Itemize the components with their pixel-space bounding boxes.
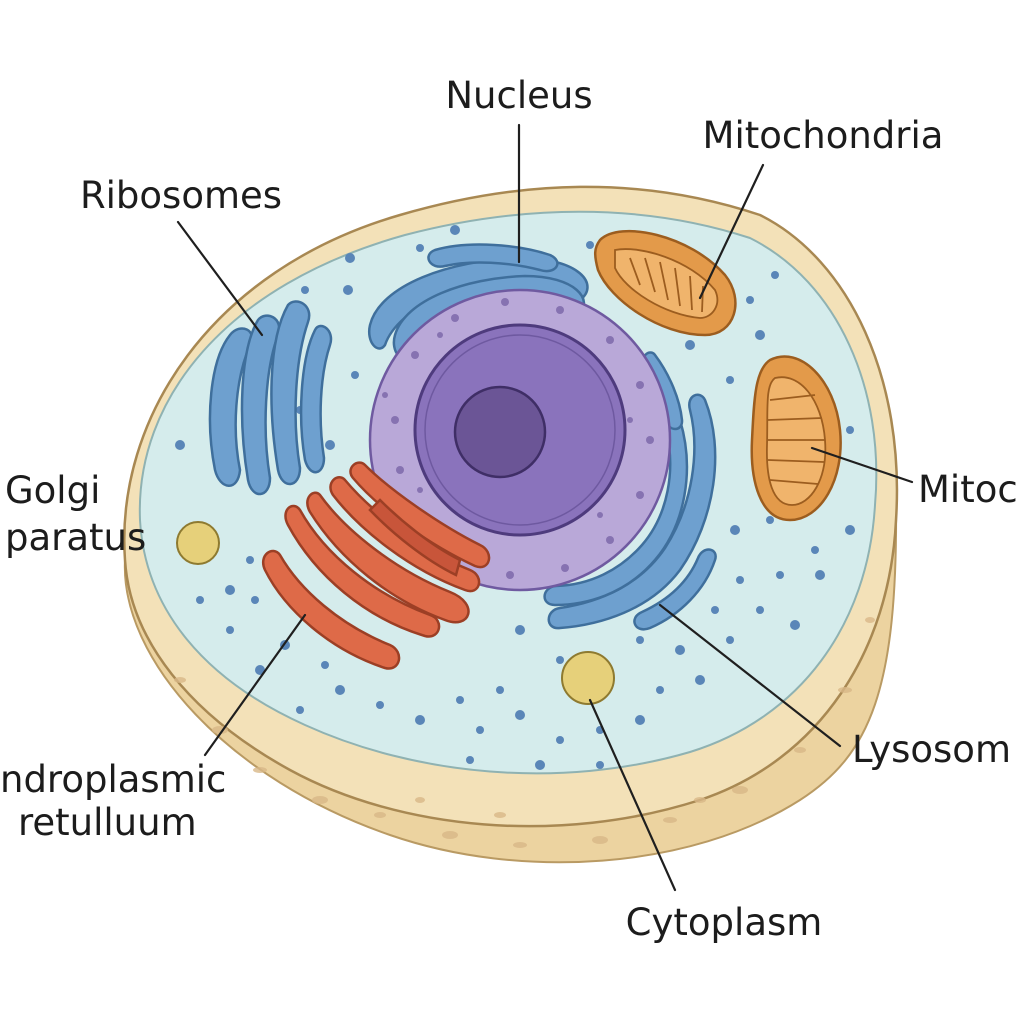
label-mitochondria-top: Mitochondria <box>703 114 944 157</box>
label-golgi-line2: paratus <box>5 516 146 559</box>
label-er-line2: retulluum <box>18 801 197 844</box>
leader-mitochondria-top <box>698 163 765 300</box>
leader-endoplasmic <box>203 613 307 757</box>
label-golgi-line1: Golgi <box>5 469 100 512</box>
label-ribosomes: Ribosomes <box>80 174 282 217</box>
leader-lysosome <box>658 603 842 748</box>
mitochondria-top <box>594 229 737 337</box>
label-cytoplasm: Cytoplasm <box>626 901 823 944</box>
leader-ribosomes <box>176 220 264 337</box>
golgi-apparatus-left <box>208 300 333 496</box>
label-lysosome: Lysosom <box>852 728 1011 771</box>
leader-lines <box>176 123 914 892</box>
nucleolus <box>453 385 547 479</box>
labels: Nucleus Mitochondria Ribosomes Golgi par… <box>0 74 1018 944</box>
label-mitochondria-right: Mitoc <box>918 468 1018 511</box>
membrane-texture <box>174 617 875 848</box>
label-nucleus: Nucleus <box>445 74 592 117</box>
endoplasmic-reticulum <box>262 461 491 670</box>
lysosomes <box>176 521 615 705</box>
leader-mitochondria-right <box>810 446 914 484</box>
lysosome-bottom <box>561 651 615 705</box>
nuclear-pores <box>382 298 654 579</box>
label-er-line1: ndroplasmic <box>0 758 226 801</box>
mitochondria-right <box>750 355 842 522</box>
nucleus <box>368 288 672 592</box>
leader-cytoplasm <box>588 698 677 892</box>
lysosome-left <box>176 521 220 565</box>
